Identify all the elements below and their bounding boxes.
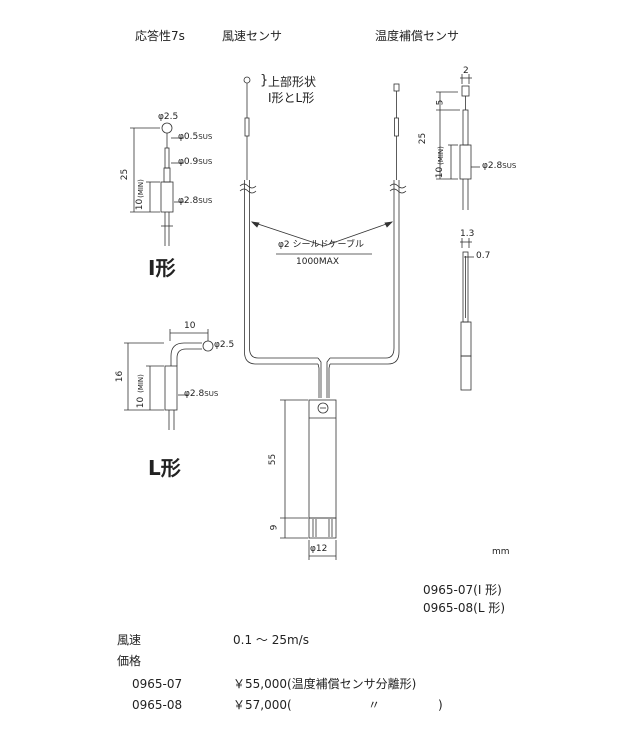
spec-wind-value: 0.1 ～ 25m/s [233,633,309,647]
break-mark-left [239,183,257,189]
header-temp-sensor: 温度補償センサ [375,29,460,43]
header-response: 応答性7s [135,29,185,43]
price-model-2: 0965-08 [132,698,183,712]
i-type-title: I形 [148,256,176,280]
i-type-ball-dia: φ2.5 [158,112,179,122]
price-ditto-2: 〃 [368,698,381,712]
l-type-body-dia: φ2.8SUS [184,389,219,399]
l-type-len-10: 10 [184,321,196,331]
temp-len-5: 5 [435,99,446,106]
price-model-1: 0965-07 [132,677,183,691]
spec-price-label: 価格 [117,654,142,668]
temp-min: (MIN) [436,146,445,165]
top-shape-brace: } [260,73,269,88]
temp-len-10: 10 [435,166,446,179]
temp-w-2: 2 [463,66,469,76]
spec-wind-label: 風速 [117,633,142,647]
housing-len-55: 55 [268,453,279,466]
right-cable [330,83,400,365]
cable-label: φ2 シールドケーブル [278,240,364,250]
housing-dia-12: φ12 [310,544,328,554]
i-type-probe [160,122,174,246]
l-type-len-16: 16 [115,370,126,383]
model-0965-07: 0965-07(I 形) [423,583,502,597]
top-shape-line2: I形とL形 [268,91,315,105]
l-type-ball-dia: φ2.5 [214,340,235,350]
i-type-body-dia: φ2.8SUS [178,196,213,206]
housing [308,399,337,539]
top-shape-line1: 上部形状 [268,75,317,89]
model-0965-08: 0965-08(L 形) [423,601,506,615]
i-type-min: (MIN) [136,179,145,198]
cable-length: 1000MAX [296,257,339,267]
l-type-len-10min: 10 [136,396,147,409]
l-type-probe [164,340,214,430]
header-wind-sensor: 風速センサ [222,29,283,43]
temp-sensor-probe-top [459,85,472,210]
temp-w-1-3: 1.3 [460,229,475,239]
temp-body-dia: φ2.8SUS [482,161,517,171]
temp-len-25: 25 [418,132,429,145]
i-type-len-25: 25 [120,168,131,181]
unit-label: mm [492,547,510,557]
temp-w-0-7: 0.7 [476,251,491,261]
i-type-wire-dia: φ0.5SUS [178,132,213,142]
price-value-1: ￥55,000(温度補償センサ分離形) [233,677,417,691]
cable-dim-left [251,221,325,247]
cable-dim-right [323,221,393,247]
break-mark-right [389,183,407,189]
housing-len-9: 9 [269,524,280,531]
price-value-2: ￥57,000( [233,698,292,712]
temp-sensor-probe-bottom [460,251,472,391]
left-cable [243,76,318,365]
l-type-min: (MIN) [136,374,145,393]
i-type-len-10: 10 [135,198,146,211]
price-close-2: ) [438,698,443,712]
i-type-wire2-dia: φ0.9SUS [178,157,213,167]
l-type-title: L形 [148,456,181,480]
